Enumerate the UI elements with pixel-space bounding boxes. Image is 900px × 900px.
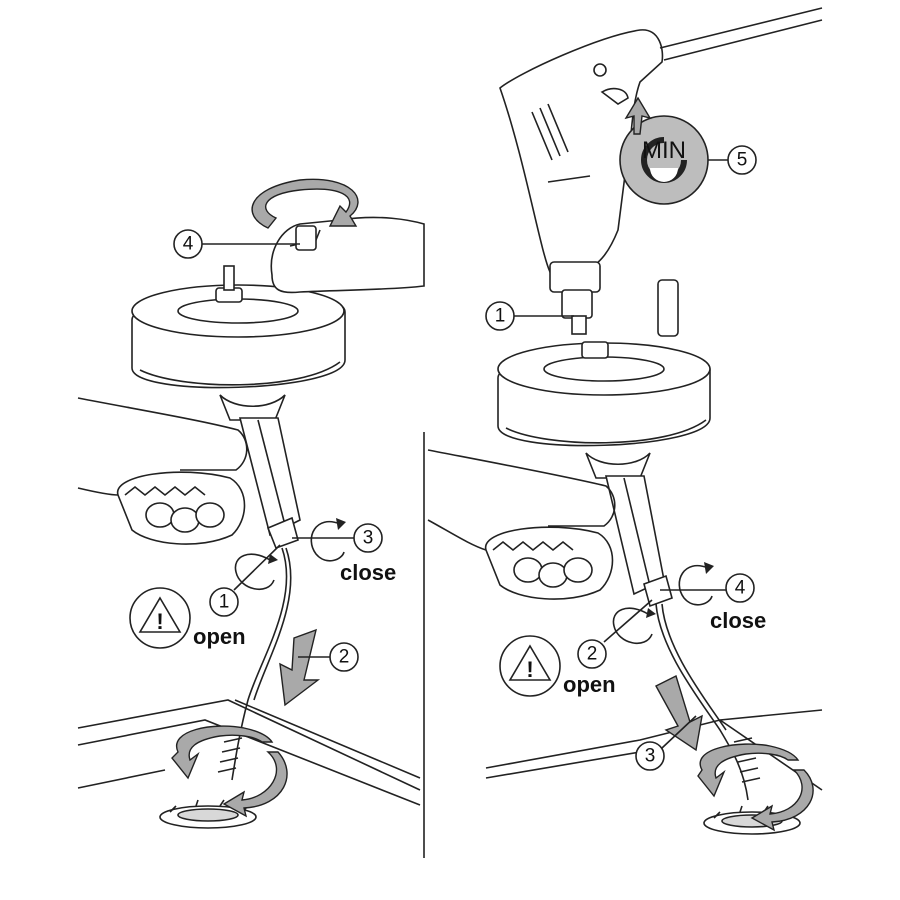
right-callout-5-num: 5 [737,150,748,171]
right-down-arrow-icon [655,675,703,752]
rotate-arrow-icon [251,178,359,229]
left-drain-plate [159,799,257,829]
right-callout-2-num: 2 [587,644,598,665]
right-drum [497,279,711,479]
right-warning-triangle-icon: ! [499,635,561,697]
left-drain-rotate-icon [171,725,288,818]
left-basin [77,699,421,806]
right-close-label: close [710,608,766,633]
right-open-rotate-icon [612,607,656,644]
left-callout-2-num: 2 [339,647,350,668]
right-warning-mark: ! [526,657,533,682]
right-callout-2: 2 [577,599,653,669]
right-tube [604,475,673,608]
left-panel: 4 3 1 2 close open ! [77,178,425,829]
right-panel: MIN [427,7,823,835]
right-callout-1-num: 1 [495,306,506,327]
right-callout-3: 3 [635,715,697,771]
left-open-label: open [193,624,246,649]
right-callout-4: 4 [660,573,755,603]
left-close-rotate-icon [310,518,346,562]
warning-triangle-icon: ! [129,587,191,649]
left-drum [131,265,346,421]
left-close-label: close [340,560,396,585]
down-arrow-icon [279,628,321,707]
min-dial-icon: MIN [619,96,709,205]
right-drill [499,7,823,335]
right-callout-3-num: 3 [645,746,656,767]
left-callout-1: 1 [209,544,281,617]
right-callout-4-num: 4 [735,578,746,599]
left-lower-hand [77,397,248,545]
left-tube [238,417,301,550]
left-callout-1-num: 1 [219,592,230,613]
left-upper-hand [270,216,425,294]
right-callout-1: 1 [485,301,574,331]
left-callout-3-num: 3 [363,528,374,549]
left-open-rotate-icon [234,553,278,590]
left-warning-mark: ! [156,609,163,634]
right-callout-5: 5 [708,145,757,175]
min-label: MIN [642,137,686,164]
left-callout-2: 2 [298,642,359,672]
right-drain-rotate-icon [697,743,814,832]
left-callout-3: 3 [292,523,383,553]
right-close-rotate-icon [678,562,714,606]
left-callout-4-num: 4 [183,234,194,255]
right-open-label: open [563,672,616,697]
left-callout-4: 4 [173,229,300,259]
right-lower-hand [427,449,616,600]
